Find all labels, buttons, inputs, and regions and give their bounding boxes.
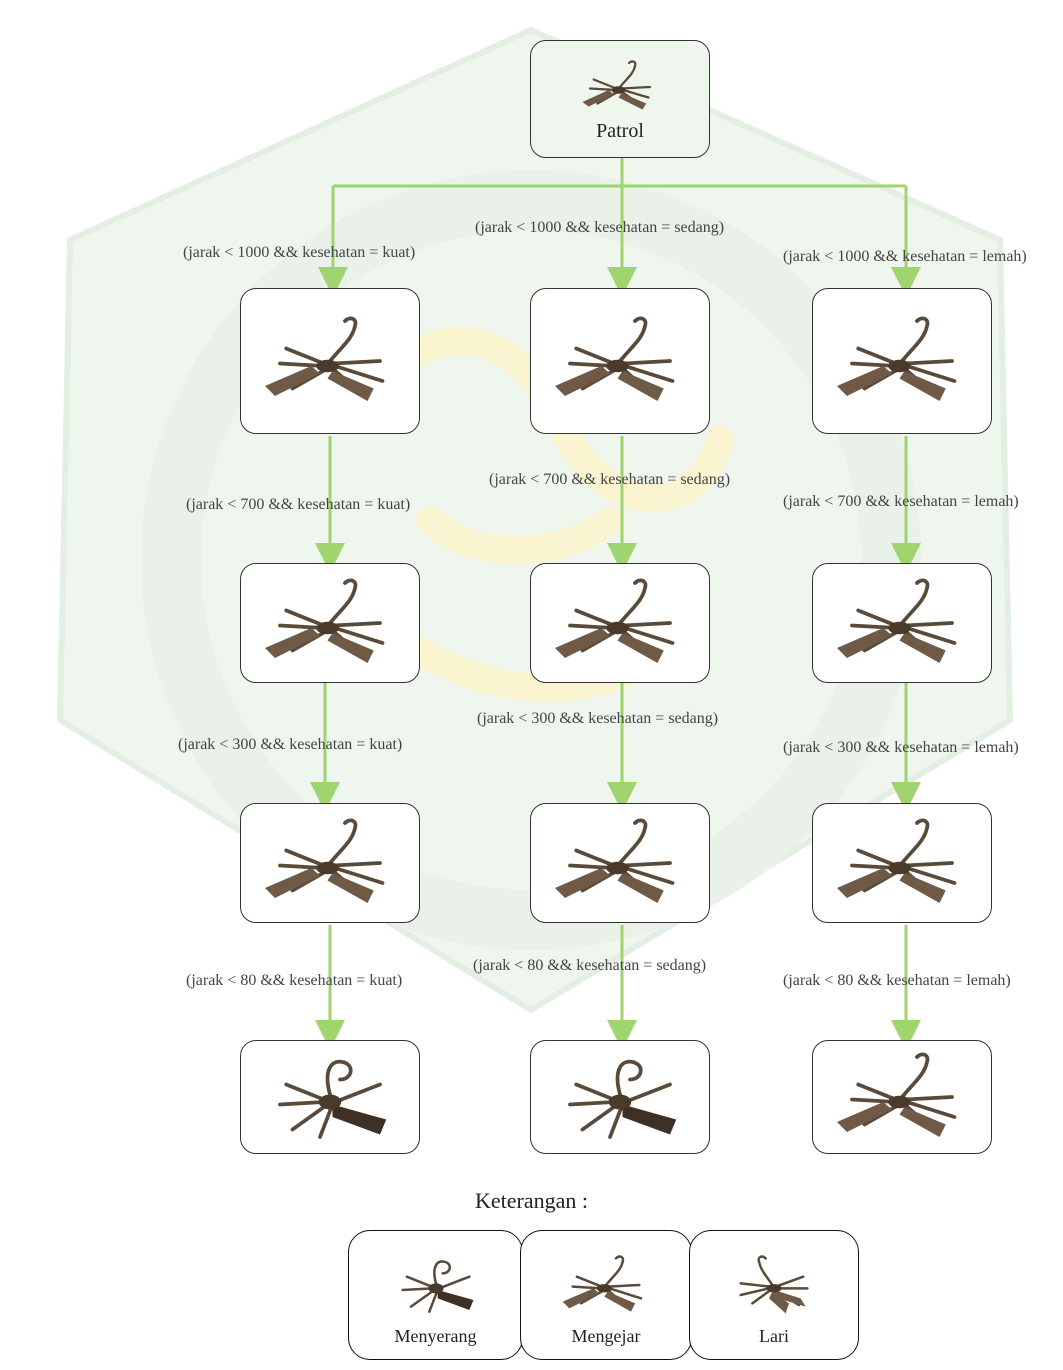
scorpion-chase-icon — [827, 311, 977, 411]
condition-label: (jarak < 80 && kesehatan = sedang) — [473, 957, 706, 975]
legend-title: Keterangan : — [0, 1188, 1063, 1214]
legend-label: Lari — [690, 1326, 858, 1347]
legend-item-mengejar: Mengejar — [520, 1230, 692, 1360]
scorpion-chase-icon — [255, 573, 405, 673]
scorpion-attack-icon — [545, 1047, 695, 1147]
scorpion-icon — [575, 56, 665, 118]
condition-label: (jarak < 300 && kesehatan = kuat) — [178, 736, 402, 754]
condition-label: (jarak < 700 && kesehatan = sedang) — [489, 471, 730, 489]
condition-label: (jarak < 700 && kesehatan = kuat) — [186, 496, 410, 514]
condition-label: (jarak < 80 && kesehatan = kuat) — [186, 972, 402, 990]
node-sedang-4 — [530, 1040, 710, 1154]
scorpion-chase-icon — [827, 813, 977, 913]
legend-label: Mengejar — [521, 1326, 691, 1347]
condition-label: (jarak < 80 && kesehatan = lemah) — [783, 972, 1011, 990]
node-sedang-3 — [530, 803, 710, 923]
node-lemah-3 — [812, 803, 992, 923]
node-sedang-1 — [530, 288, 710, 434]
condition-label: (jarak < 300 && kesehatan = lemah) — [783, 739, 1019, 757]
node-kuat-2 — [240, 563, 420, 683]
scorpion-chase-icon — [827, 1047, 977, 1147]
scorpion-chase-icon — [545, 311, 695, 411]
legend-item-lari: Lari — [689, 1230, 859, 1360]
node-kuat-1 — [240, 288, 420, 434]
patrol-label: Patrol — [531, 120, 709, 143]
node-sedang-2 — [530, 563, 710, 683]
scorpion-chase-icon — [556, 1249, 656, 1321]
legend-label: Menyerang — [349, 1326, 522, 1347]
scorpion-chase-icon — [255, 311, 405, 411]
condition-label: (jarak < 1000 && kesehatan = lemah) — [783, 248, 1027, 266]
node-patrol: Patrol — [530, 40, 710, 158]
scorpion-attack-icon — [386, 1249, 486, 1321]
node-lemah-1 — [812, 288, 992, 434]
condition-label: (jarak < 300 && kesehatan = sedang) — [477, 710, 718, 728]
scorpion-chase-icon — [545, 573, 695, 673]
condition-label: (jarak < 1000 && kesehatan = sedang) — [475, 219, 724, 237]
legend-item-menyerang: Menyerang — [348, 1230, 523, 1360]
node-kuat-3 — [240, 803, 420, 923]
condition-label: (jarak < 700 && kesehatan = lemah) — [783, 493, 1019, 511]
condition-label: (jarak < 1000 && kesehatan = kuat) — [183, 244, 415, 262]
scorpion-flee-icon — [724, 1249, 824, 1321]
node-kuat-4 — [240, 1040, 420, 1154]
node-lemah-4 — [812, 1040, 992, 1154]
scorpion-chase-icon — [545, 813, 695, 913]
scorpion-chase-icon — [827, 573, 977, 673]
scorpion-chase-icon — [255, 813, 405, 913]
node-lemah-2 — [812, 563, 992, 683]
scorpion-attack-icon — [255, 1047, 405, 1147]
